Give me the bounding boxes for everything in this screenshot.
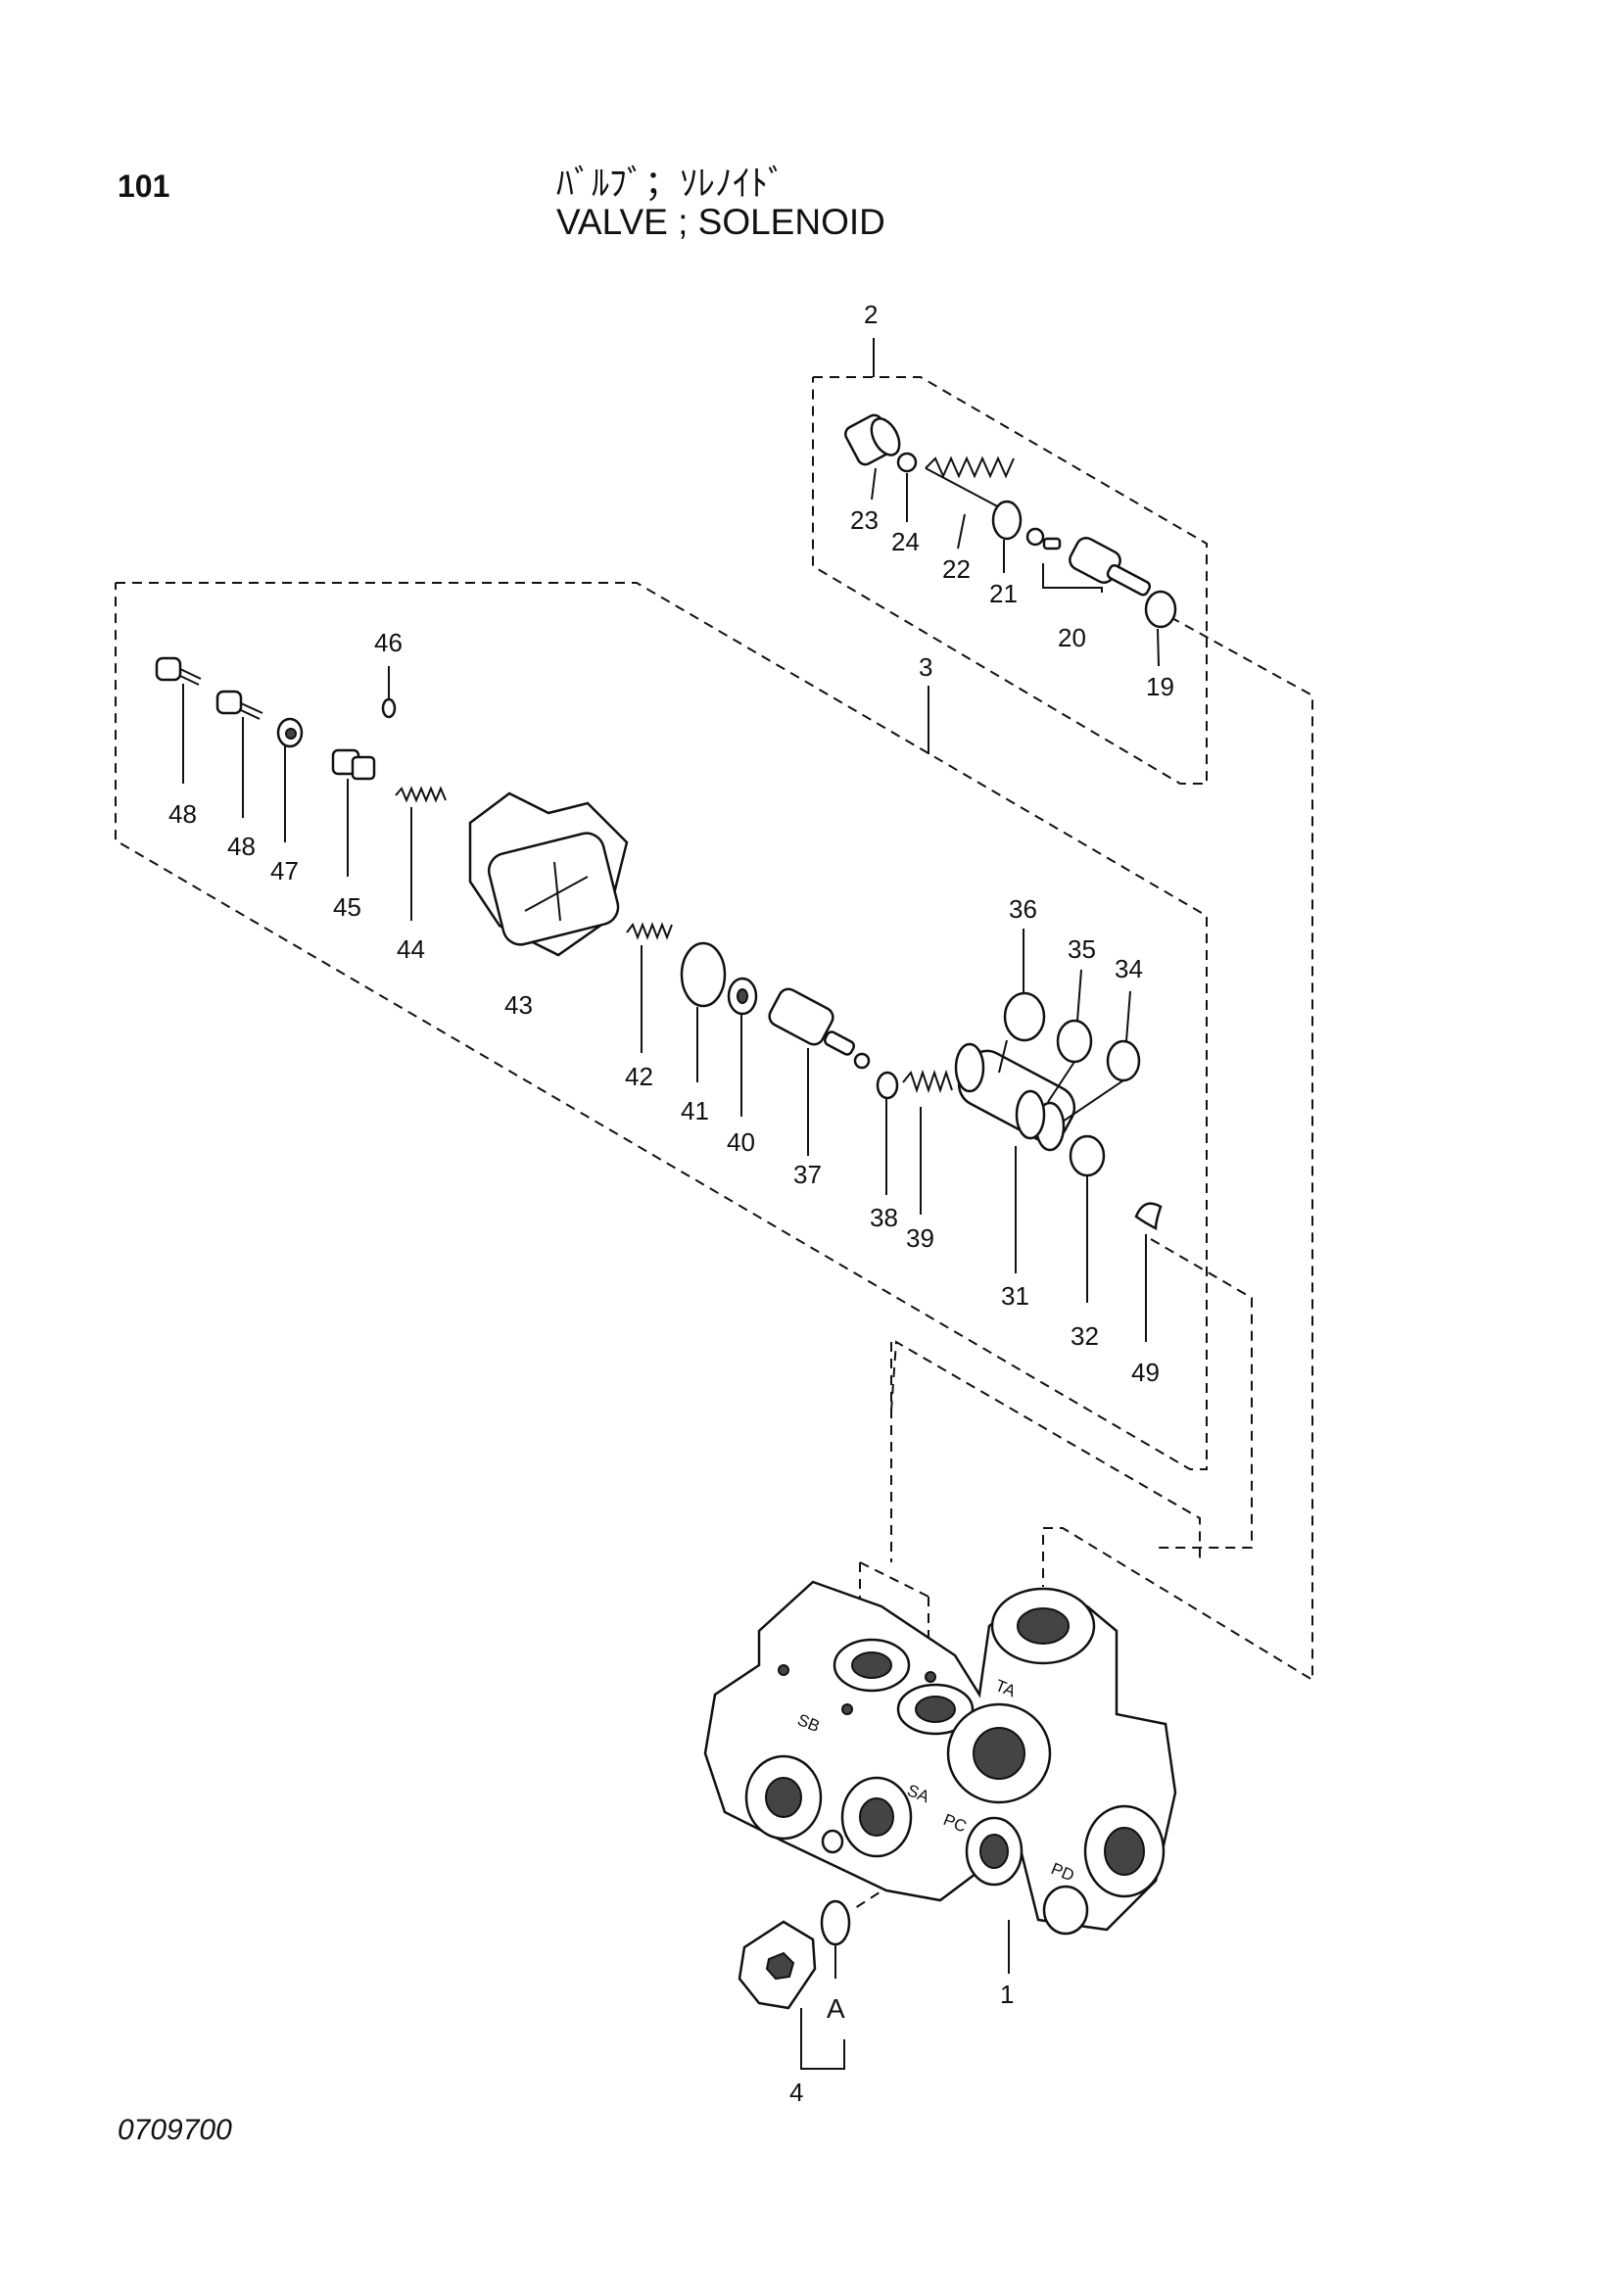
part-39-spring bbox=[902, 1069, 953, 1094]
callout-37: 37 bbox=[793, 1160, 822, 1189]
part-41-oring bbox=[680, 941, 727, 1008]
part-32-cap bbox=[1069, 1134, 1106, 1177]
part-43-solenoid-coil bbox=[468, 791, 629, 957]
callout-38: 38 bbox=[870, 1203, 898, 1232]
callout-43: 43 bbox=[504, 990, 533, 1020]
part-35-oring bbox=[1056, 1019, 1093, 1064]
part-38-oring bbox=[876, 1071, 899, 1100]
part-31-sleeve bbox=[954, 1042, 1076, 1152]
part-37-plunger bbox=[768, 987, 871, 1070]
drawing-code: 0709700 bbox=[118, 2114, 232, 2146]
title-japanese: ﾊﾞﾙﾌﾞ；ｿﾚﾉｲﾄﾞ bbox=[556, 164, 786, 204]
part-19-oring bbox=[1144, 590, 1177, 629]
part-44-spring bbox=[395, 786, 447, 803]
callout-39: 39 bbox=[906, 1223, 934, 1253]
callout-24: 24 bbox=[891, 527, 920, 556]
part-34-oring bbox=[1106, 1039, 1141, 1082]
group-2-boundary bbox=[812, 338, 1208, 785]
part-20-spool bbox=[1025, 527, 1152, 597]
callout-47: 47 bbox=[270, 856, 299, 885]
part-46-oring bbox=[381, 697, 397, 719]
callout-49: 49 bbox=[1131, 1358, 1160, 1387]
page-number: 101 bbox=[118, 168, 170, 204]
part-4-plug bbox=[738, 1920, 817, 2010]
title-english: VALVE ; SOLENOID bbox=[556, 202, 885, 242]
part-1-valve-body bbox=[703, 1580, 1177, 1936]
callout-48-second: 48 bbox=[227, 832, 256, 861]
callout-23: 23 bbox=[850, 505, 879, 535]
callout-34: 34 bbox=[1115, 954, 1143, 983]
group-label-2: 2 bbox=[864, 300, 878, 329]
callout-46: 46 bbox=[374, 628, 403, 657]
part-36-oring bbox=[1003, 991, 1046, 1042]
callout-32: 32 bbox=[1071, 1321, 1099, 1351]
callout-19: 19 bbox=[1146, 672, 1174, 701]
callout-a: A bbox=[827, 1993, 845, 2024]
part-45-fitting bbox=[331, 748, 376, 781]
callout-41: 41 bbox=[681, 1096, 709, 1125]
part-21-oring bbox=[991, 500, 1023, 541]
callout-1: 1 bbox=[1000, 1980, 1014, 2009]
group-3-boundary bbox=[115, 582, 1208, 1470]
callout-22: 22 bbox=[942, 554, 971, 584]
leader-lines bbox=[182, 467, 1160, 2070]
callout-36: 36 bbox=[1009, 894, 1037, 924]
callout-21: 21 bbox=[989, 579, 1018, 608]
callouts: 23 24 22 21 20 19 46 48 48 47 45 44 43 4… bbox=[168, 505, 1174, 2107]
part-48-bolt-2 bbox=[215, 690, 263, 720]
part-40-washer bbox=[727, 977, 758, 1016]
part-24-ring bbox=[896, 452, 918, 473]
callout-20: 20 bbox=[1058, 623, 1086, 652]
callout-35: 35 bbox=[1068, 934, 1096, 964]
callout-42: 42 bbox=[625, 1062, 653, 1091]
part-49-backup-ring bbox=[1134, 1202, 1163, 1231]
part-a-oring bbox=[820, 1899, 851, 1946]
part-23-plug bbox=[844, 413, 901, 466]
group-label-3: 3 bbox=[919, 652, 932, 682]
callout-4: 4 bbox=[789, 2078, 803, 2107]
part-47-nut bbox=[276, 717, 304, 748]
callout-48: 48 bbox=[168, 799, 197, 829]
part-48-bolt bbox=[155, 656, 202, 686]
callout-40: 40 bbox=[727, 1127, 755, 1157]
callout-44: 44 bbox=[397, 934, 425, 964]
part-42-spring bbox=[626, 922, 673, 940]
callout-45: 45 bbox=[333, 892, 361, 922]
callout-31: 31 bbox=[1001, 1281, 1029, 1311]
